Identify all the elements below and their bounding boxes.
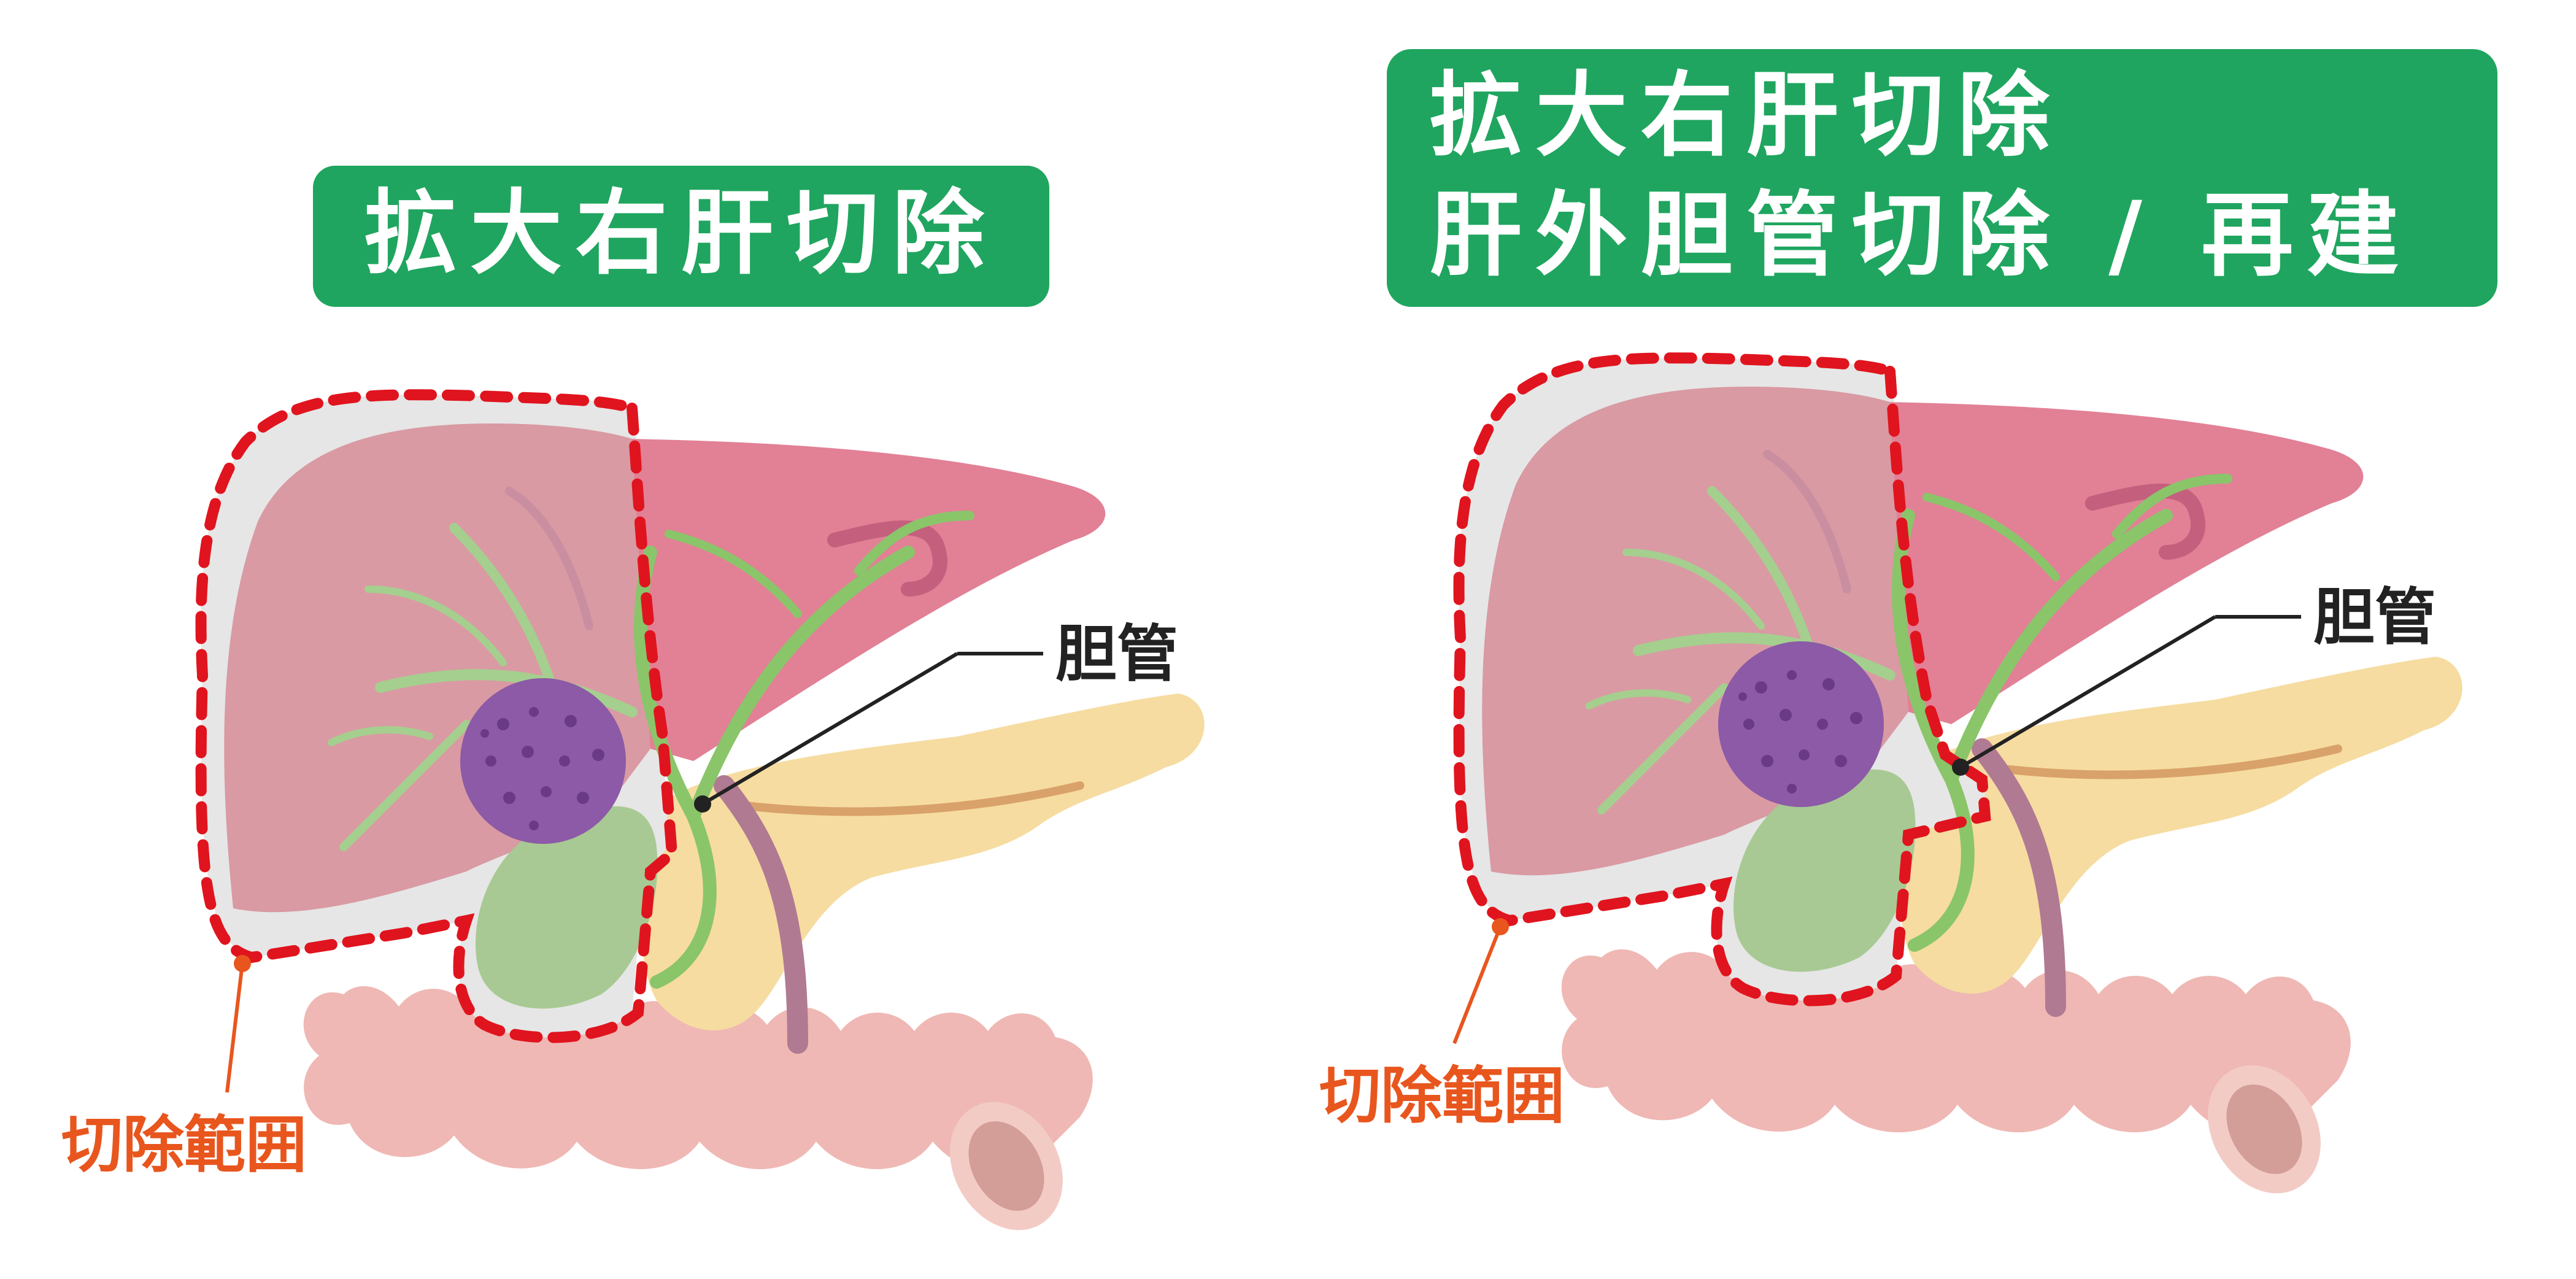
panel-2-bile-duct-callout: 胆管 (1952, 581, 2436, 776)
panel-1-duodenum-icon (303, 986, 1093, 1231)
panel-1: 拡大右肝切除 (61, 166, 1205, 1231)
panel-2-gallbladder-icon (1733, 769, 1916, 972)
panel-1-resection-label: 切除範囲 (61, 1109, 307, 1181)
panel-1-bile-duct-callout: 胆管 (694, 618, 1178, 813)
panel-2-duodenum-icon (1561, 949, 2351, 1194)
panel-2-tumor-icon (1718, 641, 1884, 807)
panel-2-title-box (1387, 49, 2497, 307)
panel-1-liver-left-lobe (626, 439, 1106, 761)
panel-2: 拡大右肝切除 肝外胆管切除 / 再建 (1319, 49, 2497, 1194)
panel-2-title-line-2: 肝外胆管切除 / 再建 (1430, 182, 2412, 289)
panel-1-bile-duct-tree (328, 487, 974, 989)
panel-1-tumor-icon (460, 678, 626, 844)
panel-1-resection-callout: 切除範囲 (61, 955, 307, 1181)
panel-1-pancreatic-duct (726, 781, 1084, 816)
panel-2-resection-label: 切除範囲 (1319, 1060, 1565, 1132)
panel-2-resection-callout: 切除範囲 (1319, 918, 1565, 1132)
panel-1-gallbladder-icon (476, 806, 658, 1009)
panel-2-pancreatic-duct (1984, 744, 2342, 779)
panel-2-bile-duct-label: 胆管 (2313, 581, 2436, 653)
panel-2-liver-left-lobe (1884, 402, 2364, 724)
panel-2-hepatic-vein (2085, 484, 2205, 560)
panel-1-bile-duct-label: 胆管 (1055, 618, 1178, 690)
panel-1-title: 拡大右肝切除 (364, 180, 998, 287)
panel-2-resection-outline (1453, 352, 1991, 1007)
panel-1-resection-outline (195, 389, 678, 1043)
panel-2-portal-vein (1972, 738, 2066, 1017)
panel-1-portal-vein (714, 775, 808, 1054)
panel-2-bile-duct-tree (1586, 450, 2232, 952)
panel-1-title-box (313, 166, 1049, 307)
panel-1-hepatic-vein (827, 520, 947, 597)
panel-2-title-line-1: 拡大右肝切除 (1430, 63, 2063, 169)
